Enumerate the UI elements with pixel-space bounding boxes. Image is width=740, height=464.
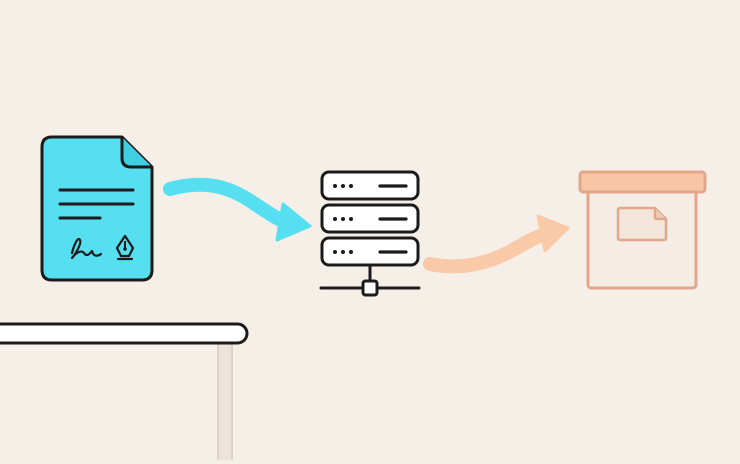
signed-document-icon bbox=[40, 135, 154, 282]
arrow-head bbox=[536, 214, 570, 253]
arrow-right-icon bbox=[163, 177, 297, 230]
desk-leg bbox=[217, 339, 233, 464]
server-rack-icon bbox=[319, 170, 421, 297]
archive-box-icon bbox=[578, 170, 707, 290]
archive-box-lid bbox=[578, 170, 707, 194]
archived-document-corner bbox=[653, 208, 666, 221]
server-unit bbox=[320, 203, 420, 234]
server-unit bbox=[320, 236, 420, 267]
document-folded-corner bbox=[120, 137, 152, 169]
arrow-right-icon bbox=[423, 226, 555, 274]
arrow-document-to-server bbox=[163, 177, 312, 242]
desk-top bbox=[0, 322, 249, 345]
fountain-pen-icon bbox=[115, 234, 135, 261]
server-unit bbox=[320, 170, 420, 201]
arrow-head bbox=[275, 202, 312, 242]
desk-decoration bbox=[0, 322, 249, 464]
signature-icon bbox=[70, 237, 103, 260]
network-node bbox=[361, 279, 379, 297]
arrow-server-to-archive bbox=[423, 214, 570, 274]
